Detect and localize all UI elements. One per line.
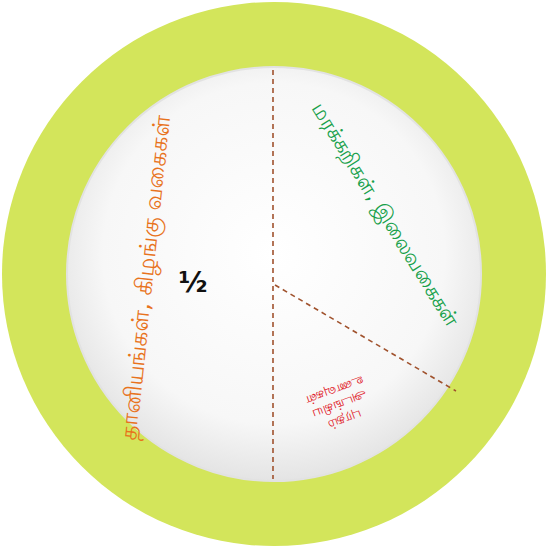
section-label: மரக்கறிகள், இலைவகைகள் [306,98,465,331]
plate-center [67,67,481,481]
divider-line [272,70,274,479]
grains-section: தானியங்கள், கிழங்கு வகைகள்½ [70,70,273,480]
fraction-label: ½ [179,266,208,300]
section-label: தானியங்கள், கிழங்கு வகைகள் [114,114,176,441]
vegetables-section: மரக்கறிகள், இலைவகைகள் [274,70,480,390]
section-label: புரதம் அடங்கிய உணவுகள் [298,371,382,440]
